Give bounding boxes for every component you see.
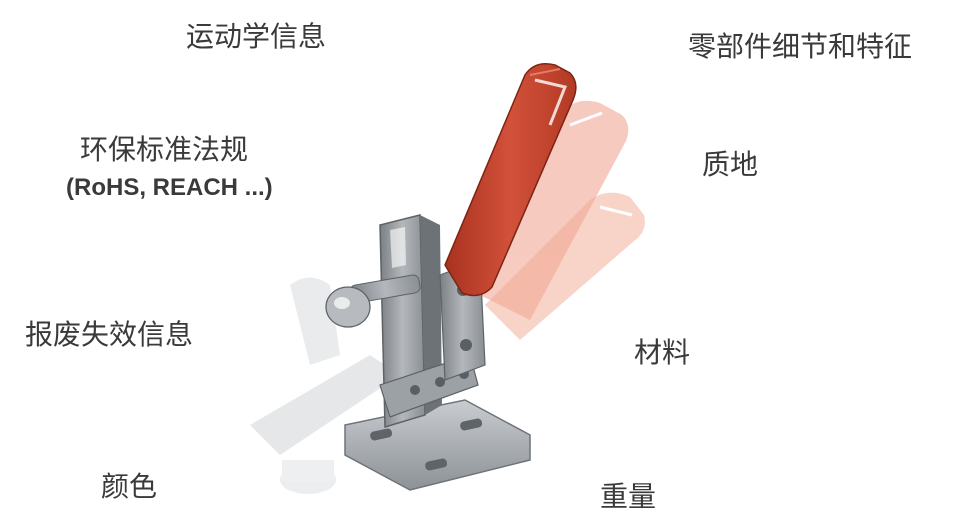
spindle: [325, 274, 421, 328]
label-part-details: 零部件细节和特征: [688, 30, 913, 63]
label-weight: 重量: [600, 480, 657, 513]
ghost-handle-upper: [480, 100, 629, 320]
label-quality: 质地: [702, 148, 759, 181]
base-plate: [344, 399, 531, 491]
label-environmental-regulations: 环保标准法规: [80, 133, 249, 166]
main-handle: [444, 63, 577, 297]
ghost-handle-lower: [485, 192, 645, 340]
label-regulations-examples: (RoHS, REACH ...): [66, 174, 273, 201]
label-color: 颜色: [101, 470, 158, 503]
label-material: 材料: [634, 336, 691, 369]
label-kinematics: 运动学信息: [186, 20, 327, 53]
label-end-of-life: 报废失效信息: [25, 318, 194, 351]
toggle-clamp-illustration: [250, 63, 645, 494]
